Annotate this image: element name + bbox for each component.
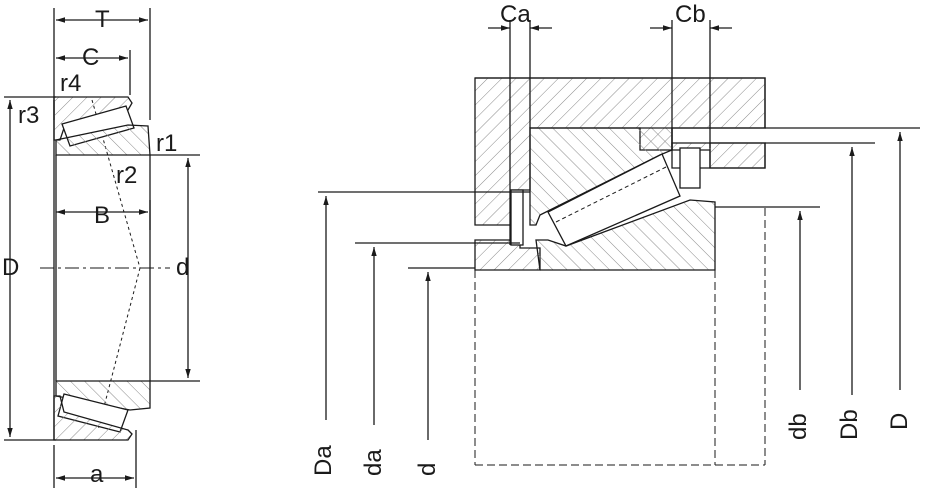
label-db-housing: Db <box>836 409 863 440</box>
left-bearing-view <box>4 8 200 488</box>
label-r4: r4 <box>60 70 82 97</box>
label-d-shaft: d <box>414 462 441 476</box>
label-db: db <box>785 413 812 440</box>
label-cb: Cb <box>675 1 706 28</box>
right-mounting-view <box>318 20 920 466</box>
label-r2: r2 <box>116 162 138 189</box>
label-a: a <box>90 461 104 488</box>
label-r3: r3 <box>18 102 40 129</box>
label-d-outer-left: D <box>2 254 20 281</box>
label-da-housing: Da <box>310 445 337 476</box>
label-d-housing: D <box>886 412 913 430</box>
label-ca: Ca <box>500 1 531 28</box>
label-r1: r1 <box>156 130 178 157</box>
label-d-bore-left: d <box>176 254 190 281</box>
label-c: C <box>82 44 100 71</box>
label-da-shaft: da <box>360 449 387 476</box>
label-t: T <box>95 6 110 33</box>
label-b: B <box>94 202 111 229</box>
